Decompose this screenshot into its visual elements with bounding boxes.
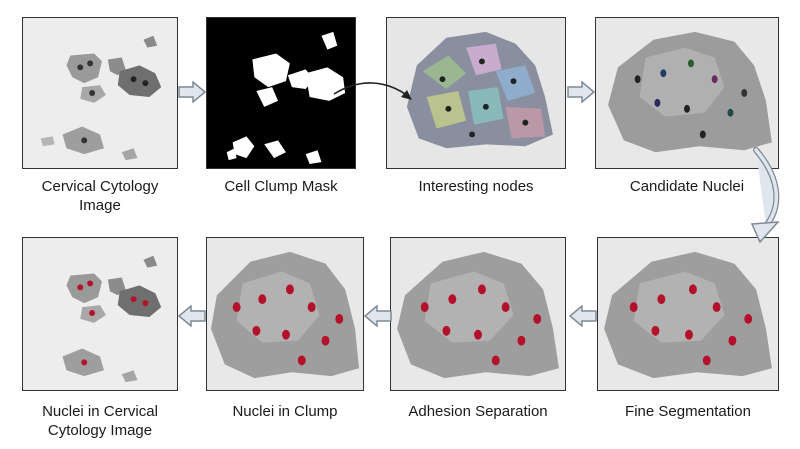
cytology-image [23, 18, 177, 168]
arrow-right-3 [567, 81, 595, 103]
panel-cervical-cytology-image [22, 17, 178, 169]
caption-candidate-nuclei: Candidate Nuclei [629, 178, 745, 195]
arrow-left-7 [178, 305, 206, 327]
candidate-nuclei-image [596, 18, 778, 168]
panel-nuclei-in-clump [206, 237, 364, 391]
caption-cervical-cytology-image: Cervical Cytology Image [41, 178, 159, 214]
caption-fine-segmentation: Fine Segmentation [625, 403, 751, 420]
panel-interesting-nodes [386, 17, 566, 169]
fine-segmentation-image [598, 238, 778, 390]
mask-image [207, 18, 355, 168]
caption-cell-clump-mask: Cell Clump Mask [224, 178, 338, 195]
caption-nuclei-in-clump: Nuclei in Clump [232, 403, 338, 420]
final-cytology-image [23, 238, 177, 390]
panel-cell-clump-mask [206, 17, 356, 169]
nodes-image [387, 18, 565, 168]
arrow-right-1 [178, 81, 206, 103]
arrow-left-5 [569, 305, 597, 327]
caption-nuclei-in-cervical-cytology-image: Nuclei in Cervical Cytology Image [42, 403, 158, 439]
panel-fine-segmentation [597, 237, 779, 391]
caption-interesting-nodes: Interesting nodes [418, 178, 534, 195]
caption-adhesion-separation: Adhesion Separation [408, 403, 548, 420]
panel-candidate-nuclei [595, 17, 779, 169]
adhesion-separation-image [391, 238, 565, 390]
arrow-left-6 [364, 305, 392, 327]
nuclei-in-clump-image [207, 238, 363, 390]
panel-nuclei-in-cervical-cytology-image [22, 237, 178, 391]
panel-adhesion-separation [390, 237, 566, 391]
